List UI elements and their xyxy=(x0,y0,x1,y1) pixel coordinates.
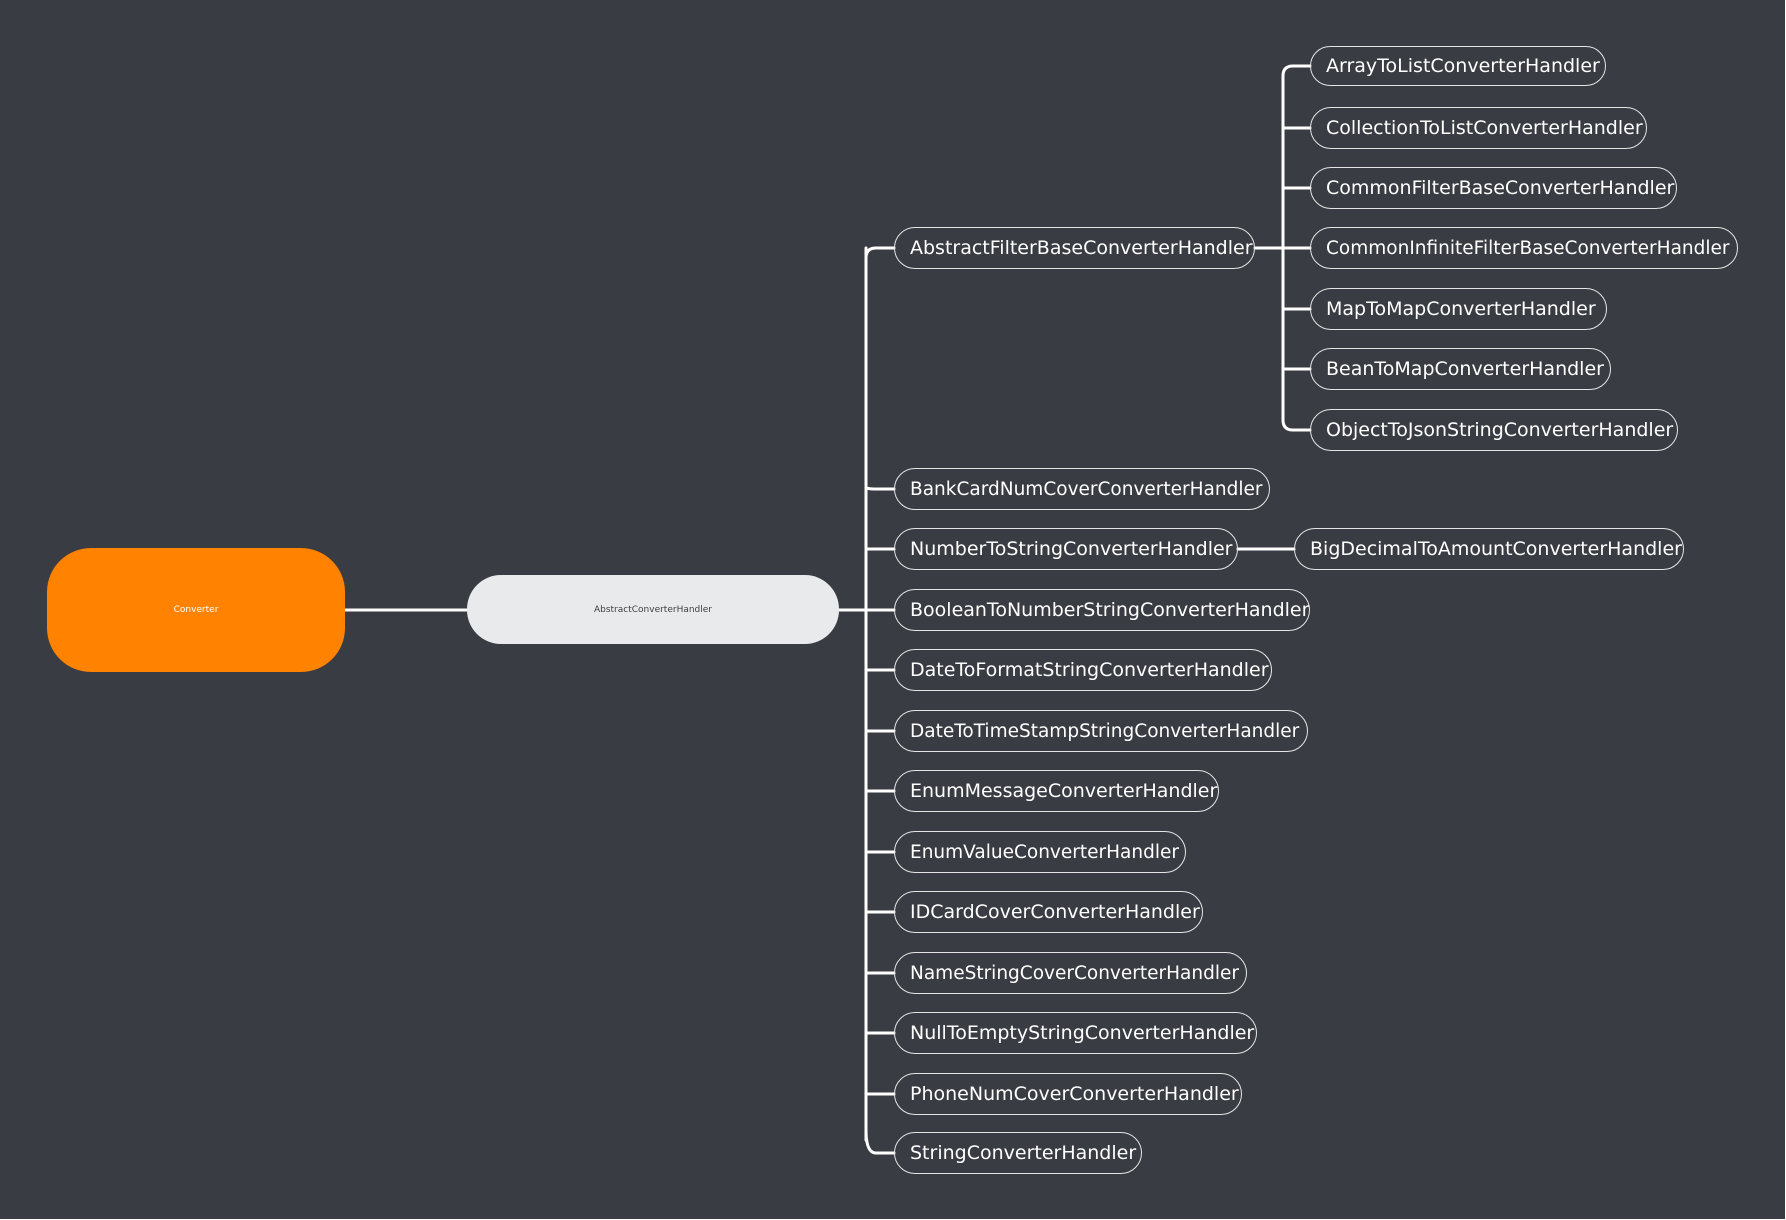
node-name-string-cover-converter-handler[interactable]: NameStringCoverConverterHandler xyxy=(894,952,1247,994)
root-node-converter[interactable]: Converter xyxy=(47,548,345,672)
node-enum-value-converter-handler[interactable]: EnumValueConverterHandler xyxy=(894,831,1186,873)
node-null-to-empty-string-converter-handler[interactable]: NullToEmptyStringConverterHandler xyxy=(894,1012,1257,1054)
node-common-infinite-filter-base-converter-handler[interactable]: CommonInfiniteFilterBaseConverterHandler xyxy=(1310,227,1738,269)
node-abstract-filter-base-converter-handler[interactable]: AbstractFilterBaseConverterHandler xyxy=(894,227,1255,269)
node-map-to-map-converter-handler[interactable]: MapToMapConverterHandler xyxy=(1310,288,1607,330)
branch-link-string xyxy=(864,1128,896,1155)
filter-link-object-json xyxy=(1281,418,1312,432)
node-array-to-list-converter-handler[interactable]: ArrayToListConverterHandler xyxy=(1310,46,1606,86)
filter-link-array xyxy=(1281,64,1312,78)
filter-trunk-link xyxy=(1253,74,1285,422)
node-number-to-string-converter-handler[interactable]: NumberToStringConverterHandler xyxy=(894,528,1238,570)
node-collection-to-list-converter-handler[interactable]: CollectionToListConverterHandler xyxy=(1310,107,1647,149)
node-bean-to-map-converter-handler[interactable]: BeanToMapConverterHandler xyxy=(1310,348,1611,390)
node-phone-num-cover-converter-handler[interactable]: PhoneNumCoverConverterHandler xyxy=(894,1073,1242,1115)
node-bank-card-num-cover-converter-handler[interactable]: BankCardNumCoverConverterHandler xyxy=(894,468,1270,510)
node-object-to-json-string-converter-handler[interactable]: ObjectToJsonStringConverterHandler xyxy=(1310,409,1678,451)
node-date-to-timestamp-string-converter-handler[interactable]: DateToTimeStampStringConverterHandler xyxy=(894,710,1308,752)
node-string-converter-handler[interactable]: StringConverterHandler xyxy=(894,1132,1142,1174)
branch-link-bank-card xyxy=(864,485,896,491)
node-boolean-to-number-string-converter-handler[interactable]: BooleanToNumberStringConverterHandler xyxy=(894,589,1310,631)
main-trunk-link xyxy=(837,246,868,1142)
node-common-filter-base-converter-handler[interactable]: CommonFilterBaseConverterHandler xyxy=(1310,167,1677,209)
node-big-decimal-to-amount-converter-handler[interactable]: BigDecimalToAmountConverterHandler xyxy=(1294,528,1684,570)
node-date-to-format-string-converter-handler[interactable]: DateToFormatStringConverterHandler xyxy=(894,649,1272,691)
branch-link-filter-base xyxy=(864,246,896,260)
node-enum-message-converter-handler[interactable]: EnumMessageConverterHandler xyxy=(894,770,1219,812)
node-abstract-converter-handler[interactable]: AbstractConverterHandler xyxy=(467,575,839,644)
node-idcard-cover-converter-handler[interactable]: IDCardCoverConverterHandler xyxy=(894,891,1203,933)
